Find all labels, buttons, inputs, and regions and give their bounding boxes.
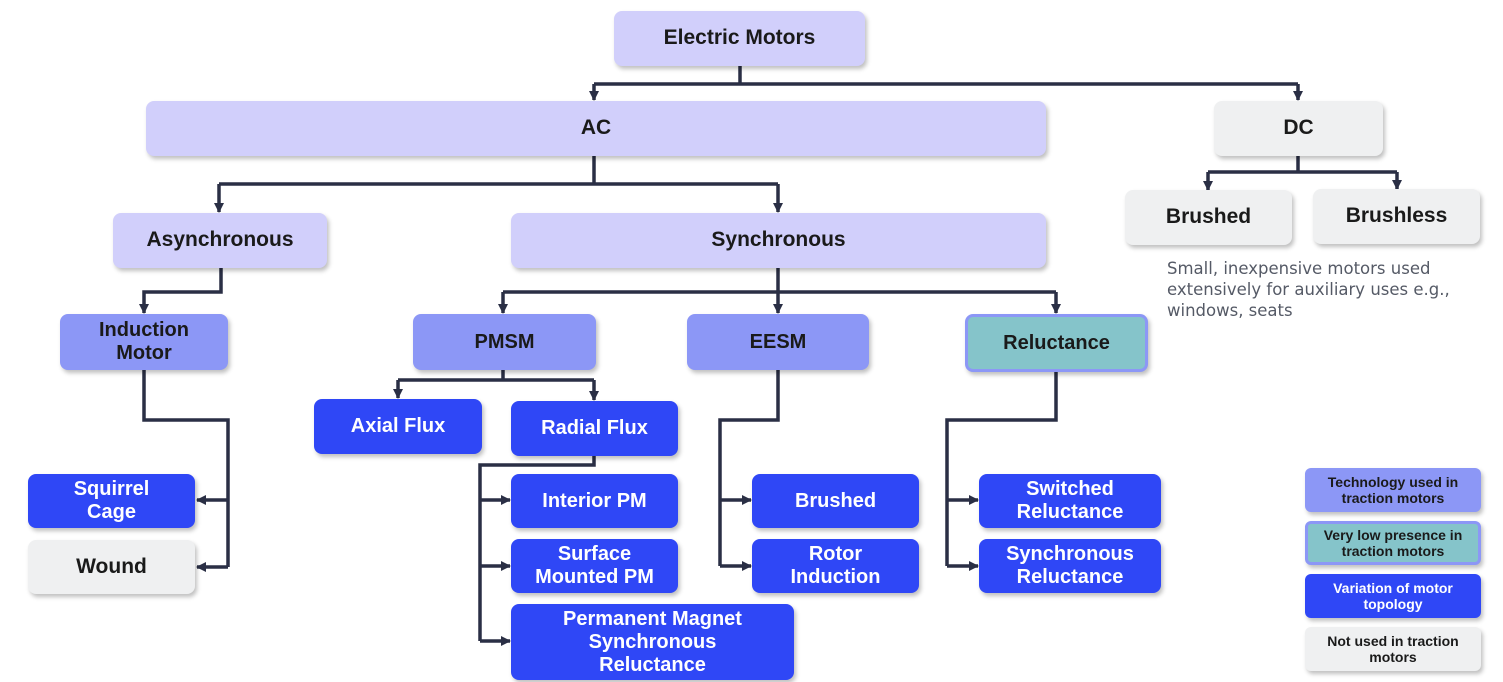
node-rotor-induction: Rotor Induction [752, 539, 919, 593]
node-dc-brushed: Brushed [1125, 190, 1292, 245]
node-pm-synchronous-reluctance: Permanent Magnet Synchronous Reluctance [511, 604, 794, 680]
node-eesm-brushed: Brushed [752, 474, 919, 528]
legend-not-used: Not used in traction motors [1305, 627, 1481, 671]
node-induction-motor: Induction Motor [60, 314, 228, 370]
node-switched-reluctance: Switched Reluctance [979, 474, 1161, 528]
node-ac: AC [146, 101, 1046, 156]
node-wound: Wound [28, 540, 195, 594]
node-reluctance: Reluctance [965, 314, 1148, 372]
node-pmsm: PMSM [413, 314, 596, 370]
node-squirrel-cage: Squirrel Cage [28, 474, 195, 528]
node-asynchronous: Asynchronous [113, 213, 327, 268]
node-synchronous-reluctance: Synchronous Reluctance [979, 539, 1161, 593]
node-electric-motors: Electric Motors [614, 11, 865, 66]
legend-low-presence: Very low presence in traction motors [1305, 521, 1481, 565]
node-synchronous: Synchronous [511, 213, 1046, 268]
legend-variation: Variation of motor topology [1305, 574, 1481, 618]
legend-traction: Technology used in traction motors [1305, 468, 1481, 512]
node-axial-flux: Axial Flux [314, 399, 482, 454]
node-radial-flux: Radial Flux [511, 401, 678, 456]
node-surface-mounted-pm: Surface Mounted PM [511, 539, 678, 593]
dc-note: Small, inexpensive motors used extensive… [1167, 259, 1450, 321]
node-eesm: EESM [687, 314, 869, 370]
node-dc-brushless: Brushless [1313, 189, 1480, 244]
node-dc: DC [1214, 101, 1383, 156]
node-interior-pm: Interior PM [511, 474, 678, 528]
